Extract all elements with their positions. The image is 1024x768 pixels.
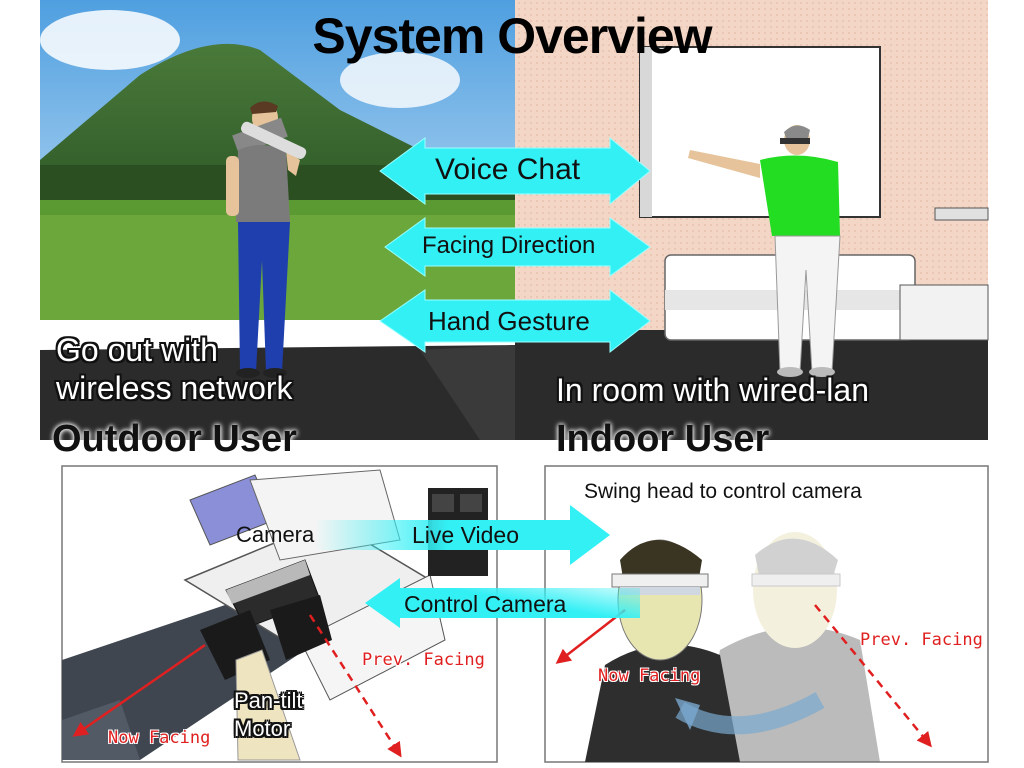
hand-gesture-label: Hand Gesture [428, 306, 590, 336]
outdoor-caption-line2: wireless network [56, 370, 293, 406]
camera-label: Camera [236, 522, 315, 547]
head-swing-scene [544, 465, 989, 763]
bottom-arrows [315, 505, 640, 628]
indoor-user-figure [688, 125, 841, 377]
head-now-facing-label: Now Facing [598, 666, 701, 686]
outdoor-user-heading: Outdoor User [52, 418, 297, 460]
indoor-user-heading: Indoor User [556, 418, 770, 460]
facing-direction-label: Facing Direction [422, 232, 596, 259]
indoor-caption: In room with wired-lan [556, 372, 869, 408]
outdoor-caption-line1: Go out with [56, 332, 218, 368]
live-video-label: Live Video [412, 522, 519, 548]
head-prev-facing-label: Prev. Facing [860, 630, 983, 650]
outdoor-user-figure [226, 101, 307, 378]
control-camera-label: Control Camera [404, 591, 567, 617]
top-arrows [379, 136, 651, 354]
swing-head-caption: Swing head to control camera [584, 480, 862, 503]
slide-title: System Overview [312, 8, 712, 64]
voice-chat-label: Voice Chat [435, 153, 581, 186]
robot-prev-facing-label: Prev. Facing [362, 650, 485, 670]
robot-now-facing-label: Now Facing [108, 728, 211, 748]
motor-label-line1: Pan-tilt [234, 688, 303, 713]
motor-label-line2: Motor [234, 716, 291, 741]
